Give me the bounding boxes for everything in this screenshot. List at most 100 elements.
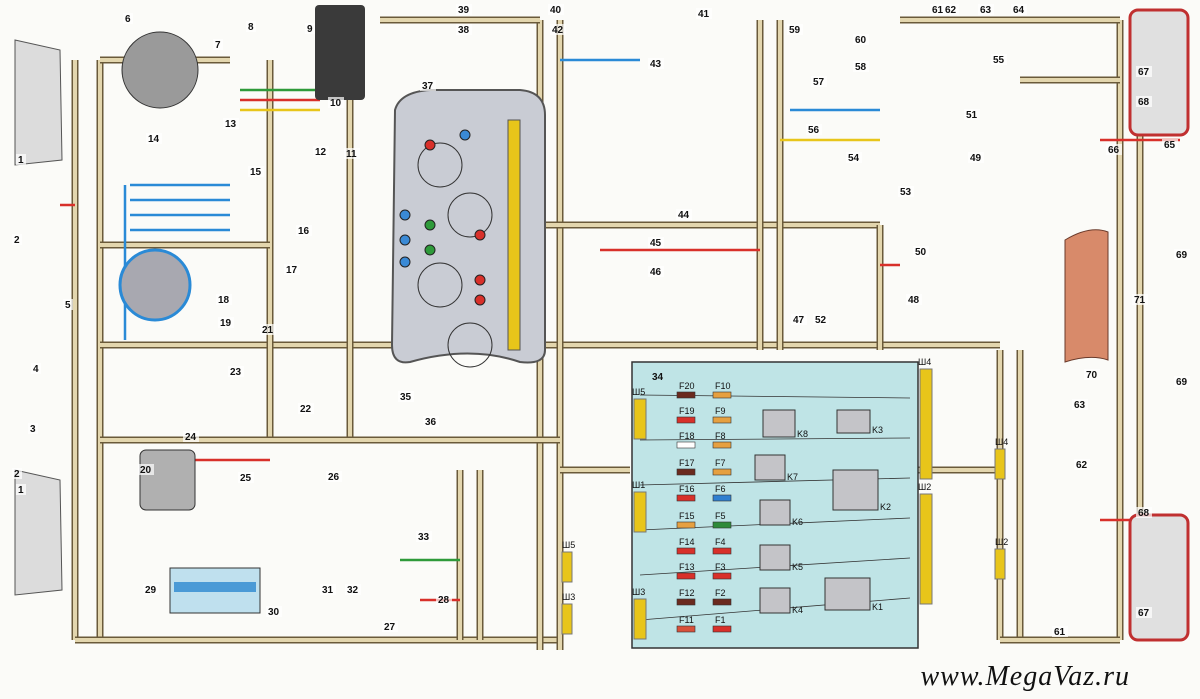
component-label-bg (238, 472, 254, 483)
component-41-label: 41 (698, 9, 710, 20)
fuse-f13 (676, 572, 696, 580)
component-label-bg (1074, 459, 1090, 470)
cluster-connector (507, 119, 521, 351)
component-18-label: 18 (218, 295, 230, 306)
component-label-bg (906, 294, 922, 305)
component-53-label: 53 (900, 187, 912, 198)
component-label-bg (456, 4, 472, 15)
component-label-bg (216, 294, 232, 305)
component-label-bg (28, 423, 38, 434)
fuse-f15 (676, 521, 696, 529)
component-label-bg (313, 146, 329, 157)
fuse-f5 (712, 521, 732, 529)
relay-label: K5 (792, 562, 803, 572)
harness-connector-label: Ш3 (562, 592, 575, 602)
component-69-label: 69 (1176, 377, 1188, 388)
component-26-label: 26 (328, 472, 340, 483)
indicator-lamp (399, 209, 411, 221)
component-2-label: 2 (14, 235, 20, 246)
component-label-bg (968, 152, 984, 163)
generator (121, 31, 199, 109)
component-6-label: 6 (125, 14, 131, 25)
gauge-dial (447, 322, 493, 368)
component-label-bg (183, 431, 199, 442)
connector-block (633, 598, 647, 640)
fuse-label: F17 (679, 458, 695, 468)
relay-k1 (824, 577, 871, 611)
harness-connector (561, 603, 573, 635)
component-label-bg (260, 324, 276, 335)
component-label-bg (1052, 626, 1068, 637)
component-label-bg (964, 109, 980, 120)
component-3-label: 3 (30, 424, 36, 435)
component-67-label: 67 (1138, 608, 1150, 619)
component-label-bg (1136, 96, 1152, 107)
component-label-bg (305, 23, 315, 34)
component-label-bg (228, 366, 244, 377)
component-label-bg (1132, 294, 1148, 305)
component-54-label: 54 (848, 153, 860, 164)
indicator-lamp (424, 139, 436, 151)
fuse-f9 (712, 416, 732, 424)
heater-control-unit (315, 5, 365, 100)
component-60-label: 60 (855, 35, 867, 46)
relay-label: K1 (872, 602, 883, 612)
component-label-bg (296, 225, 312, 236)
component-label-bg (218, 317, 234, 328)
harness-connector (994, 448, 1006, 480)
component-63-label: 63 (1074, 400, 1086, 411)
component-label-bg (248, 166, 264, 177)
component-label-bg (16, 154, 26, 165)
component-27-label: 27 (384, 622, 396, 633)
component-1-label: 1 (18, 485, 24, 496)
component-69-label: 69 (1176, 250, 1188, 261)
component-label-bg (266, 606, 282, 617)
starter (139, 449, 196, 511)
component-label-bg (787, 24, 803, 35)
component-30-label: 30 (268, 607, 280, 618)
harness-connector-label: Ш4 (995, 437, 1008, 447)
component-label-bg (328, 97, 344, 108)
component-48-label: 48 (908, 295, 920, 306)
component-28-label: 28 (438, 595, 450, 606)
component-label-bg (298, 403, 314, 414)
watermark: www.MegaVaz.ru (920, 661, 1130, 692)
component-61-label: 61 (1054, 627, 1066, 638)
harness-connector (561, 551, 573, 583)
component-7-label: 7 (215, 40, 221, 51)
component-11-label: 11 (346, 149, 357, 160)
component-64-label: 64 (1013, 5, 1025, 16)
component-22-label: 22 (300, 404, 312, 415)
component-label-bg (284, 264, 300, 275)
fuse-label: F7 (715, 458, 726, 468)
fuse-label: F9 (715, 406, 726, 416)
fuse-f10 (712, 391, 732, 399)
component-59-label: 59 (789, 25, 801, 36)
component-37-label: 37 (422, 81, 434, 92)
connector-label: Ш4 (918, 357, 931, 367)
gauge-dial (447, 192, 493, 238)
component-label-bg (943, 4, 959, 15)
component-label-bg (1174, 376, 1190, 387)
component-label-bg (63, 299, 73, 310)
component-label-bg (420, 80, 436, 91)
component-label-bg (246, 21, 256, 32)
fuse-box-number: 34 (652, 372, 664, 383)
ignition-distributor (118, 248, 192, 322)
component-10-label: 10 (330, 98, 342, 109)
component-47-label: 47 (793, 315, 805, 326)
component-66-label: 66 (1108, 145, 1120, 156)
headlamp (14, 469, 63, 596)
component-label-bg (1011, 4, 1027, 15)
component-65-label: 65 (1164, 140, 1176, 151)
harness-connector-label: Ш5 (562, 540, 575, 550)
connector-label: Ш5 (632, 387, 645, 397)
component-label-bg (320, 584, 336, 595)
fuse-label: F10 (715, 381, 731, 391)
indicator-lamp (399, 234, 411, 246)
component-label-bg (696, 8, 712, 19)
component-12-label: 12 (315, 147, 327, 158)
indicator-lamp (424, 244, 436, 256)
fuse-f4 (712, 547, 732, 555)
